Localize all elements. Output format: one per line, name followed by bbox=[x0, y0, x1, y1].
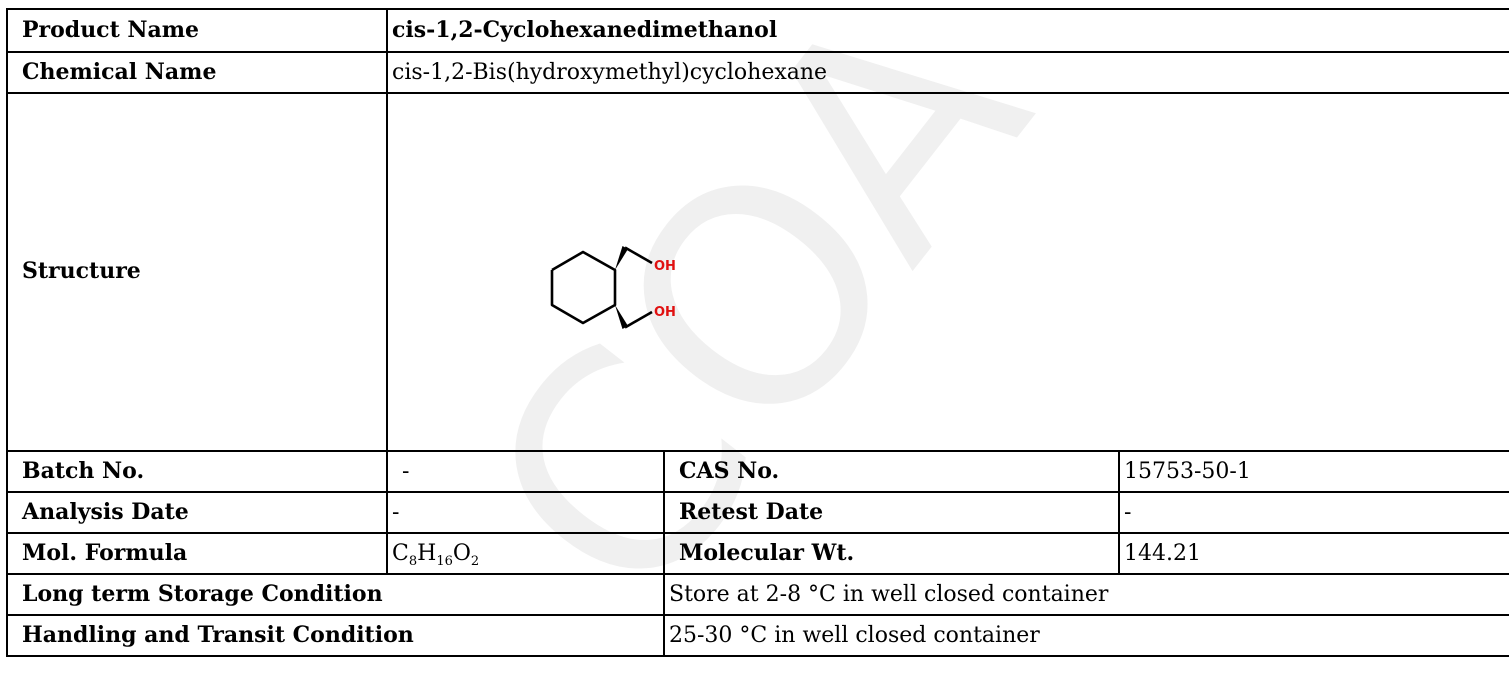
structure-diagram: OH OH bbox=[550, 246, 676, 329]
row-handling: Handling and Transit Condition 25-30 °C … bbox=[6, 614, 1509, 657]
cas-label: CAS No. bbox=[663, 450, 1120, 493]
hydroxyl-label-top: OH bbox=[654, 259, 676, 274]
retest-date-label: Retest Date bbox=[663, 491, 1120, 534]
mol-formula-label: Mol. Formula bbox=[6, 532, 388, 575]
row-structure: Structure OH OH bbox=[6, 92, 1509, 452]
batch-label: Batch No. bbox=[6, 450, 388, 493]
handling-label: Handling and Transit Condition bbox=[6, 614, 665, 657]
product-name-value: cis-1,2-Cyclohexanedimethanol bbox=[385, 8, 1509, 53]
analysis-date-label: Analysis Date bbox=[6, 491, 388, 534]
row-analysis: Analysis Date - Retest Date - bbox=[6, 491, 1509, 534]
cas-value: 15753-50-1 bbox=[1117, 450, 1509, 493]
row-storage: Long term Storage Condition Store at 2-8… bbox=[6, 573, 1509, 616]
molecular-weight-label: Molecular Wt. bbox=[663, 532, 1120, 575]
hydroxyl-label-bottom: OH bbox=[654, 305, 676, 320]
bond-ch2-oh-top bbox=[624, 246, 653, 265]
storage-value: Store at 2-8 °C in well closed container bbox=[662, 573, 1509, 616]
bond-ch2-oh-bottom bbox=[624, 310, 653, 329]
storage-label: Long term Storage Condition bbox=[6, 573, 665, 616]
cyclohexane-ring bbox=[550, 250, 617, 325]
coa-table: Product Name cis-1,2-Cyclohexanedimethan… bbox=[6, 8, 1509, 657]
product-name-label: Product Name bbox=[6, 8, 388, 53]
structure-cell: OH OH bbox=[385, 92, 1509, 452]
wedge-bond-bottom bbox=[615, 305, 628, 329]
row-chemical-name: Chemical Name cis-1,2-Bis(hydroxymethyl)… bbox=[6, 51, 1509, 94]
handling-value: 25-30 °C in well closed container bbox=[662, 614, 1509, 657]
structure-label: Structure bbox=[6, 92, 388, 452]
batch-value: - bbox=[386, 450, 665, 493]
mol-formula-value: C8H16O2 bbox=[386, 532, 665, 575]
row-formula: Mol. Formula C8H16O2 Molecular Wt. 144.2… bbox=[6, 532, 1509, 575]
analysis-date-value: - bbox=[386, 491, 665, 534]
chemical-name-label: Chemical Name bbox=[6, 51, 388, 94]
wedge-bond-top bbox=[615, 246, 628, 270]
molecular-weight-value: 144.21 bbox=[1117, 532, 1509, 575]
row-product-name: Product Name cis-1,2-Cyclohexanedimethan… bbox=[6, 8, 1509, 53]
row-batch: Batch No. - CAS No. 15753-50-1 bbox=[6, 450, 1509, 493]
chemical-name-value: cis-1,2-Bis(hydroxymethyl)cyclohexane bbox=[385, 51, 1509, 94]
retest-date-value: - bbox=[1117, 491, 1509, 534]
